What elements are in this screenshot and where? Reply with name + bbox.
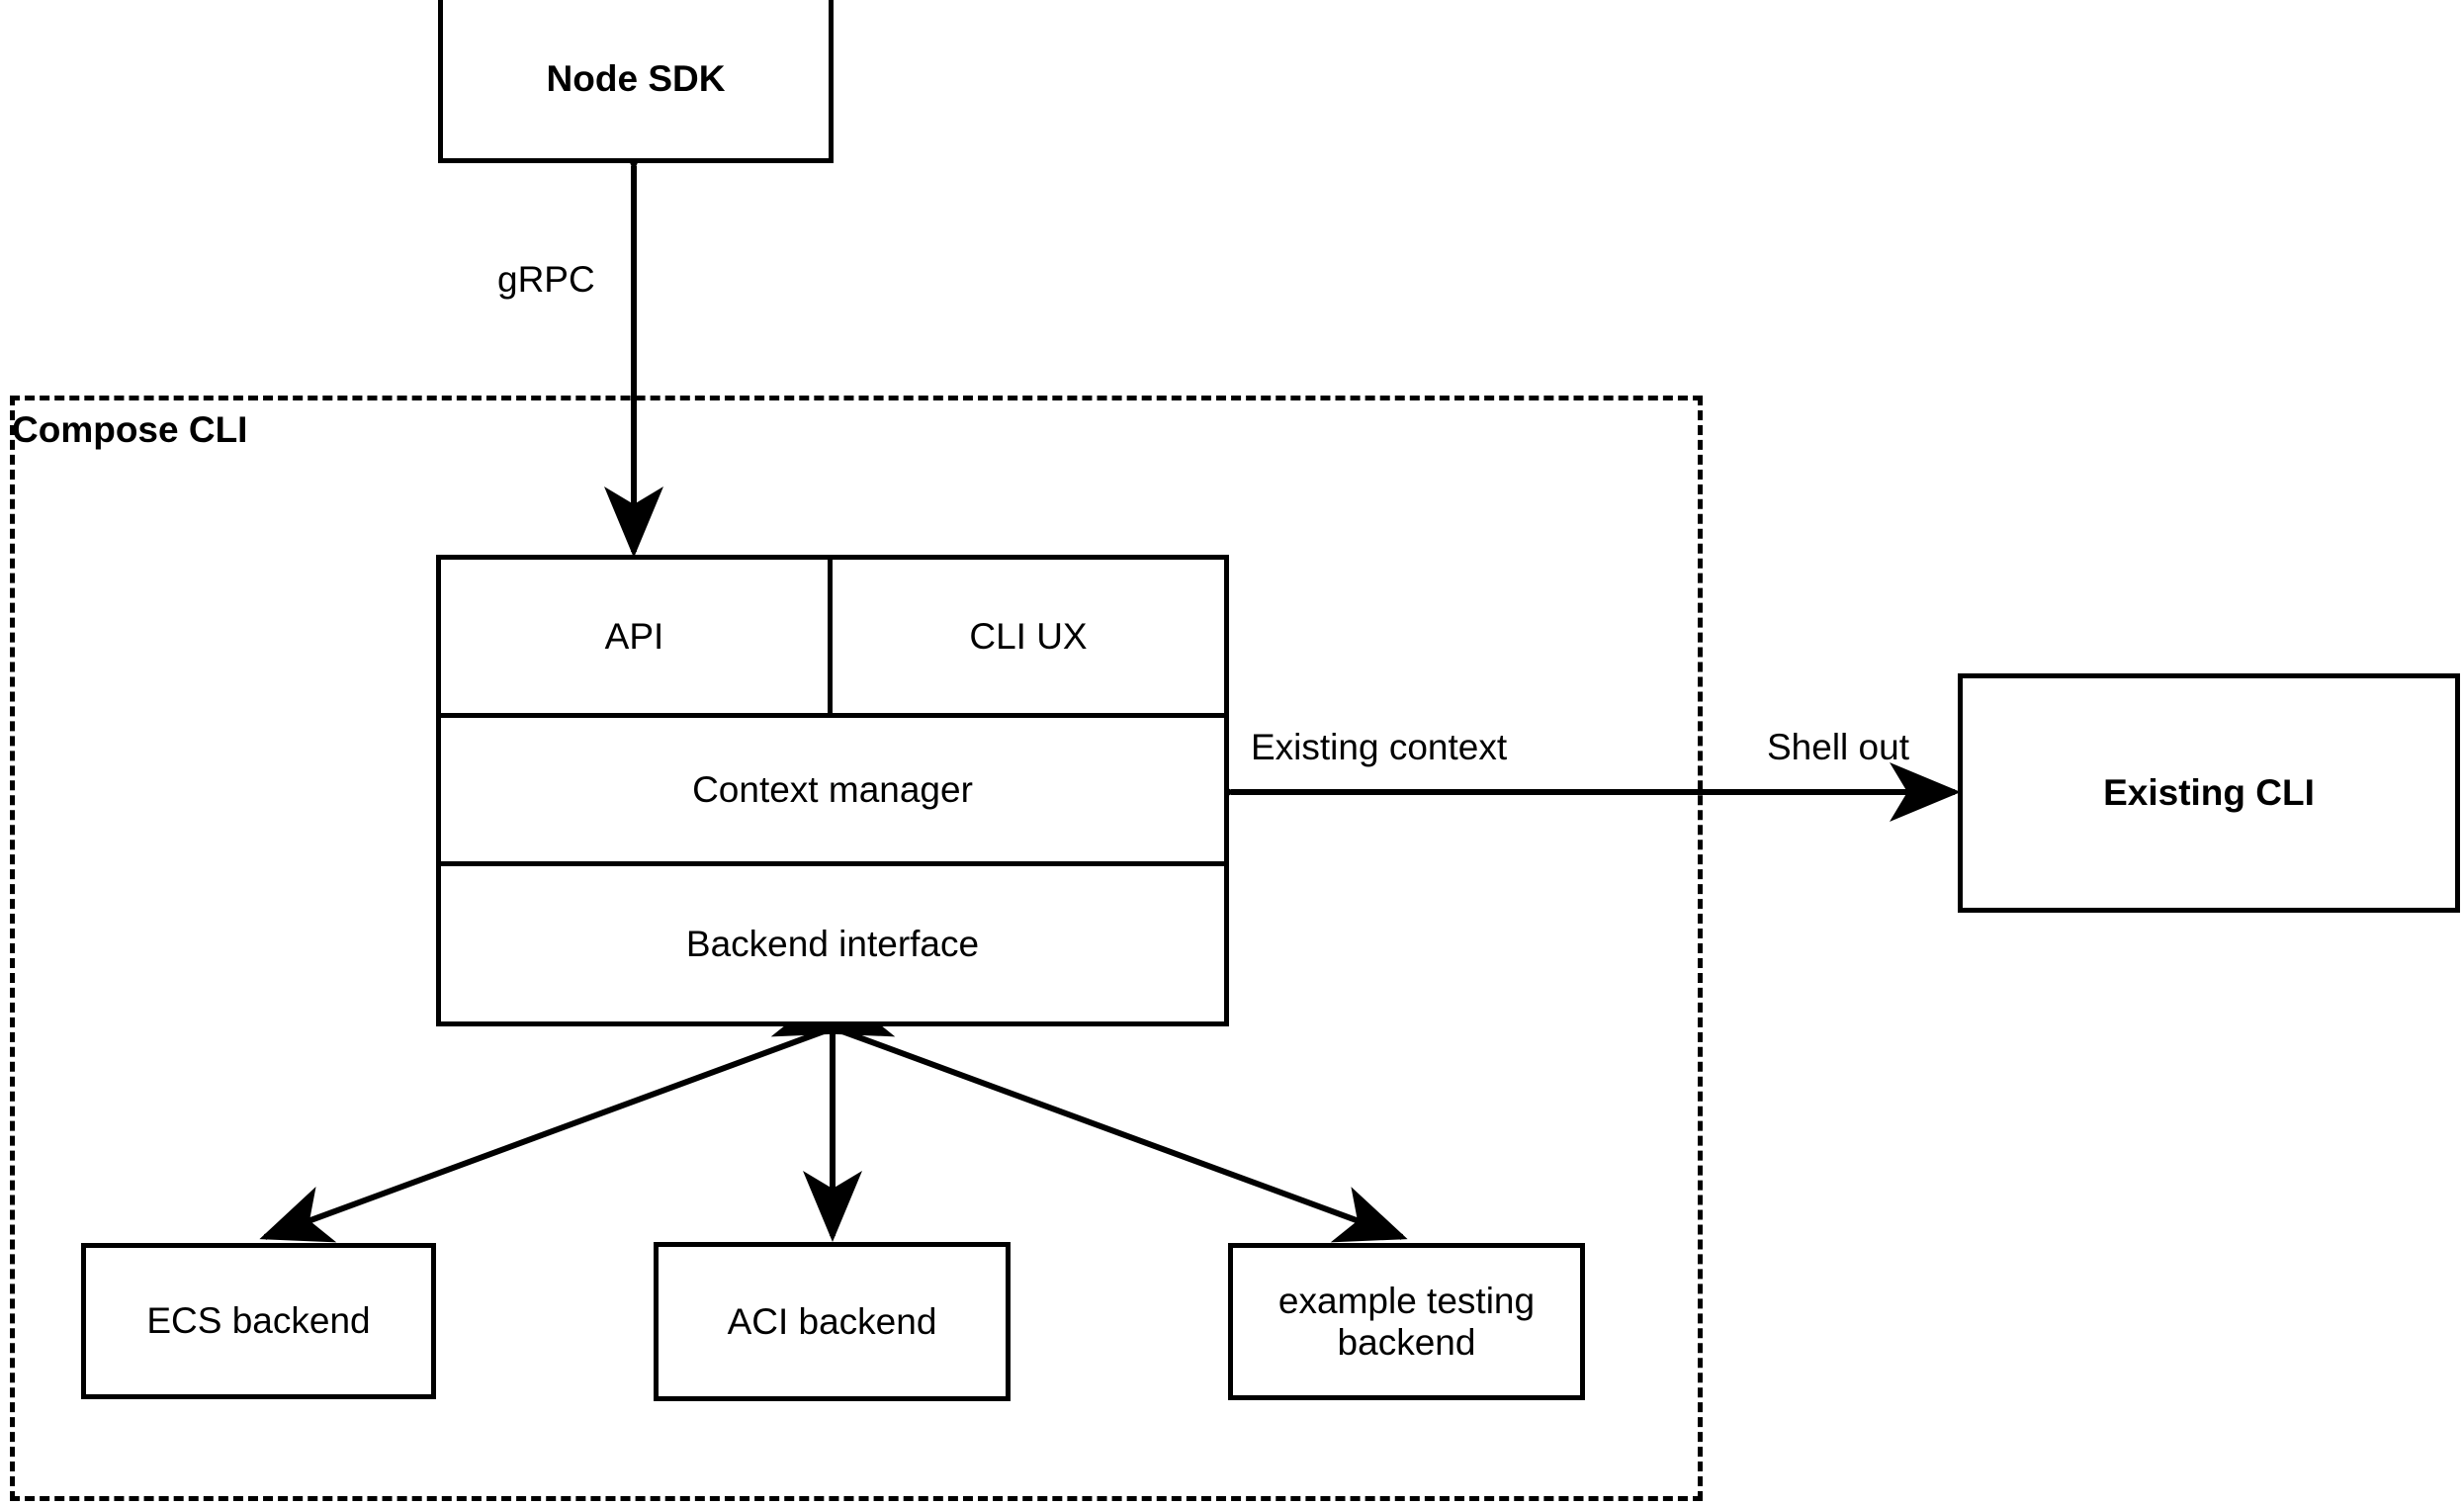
edge-label-shell-out: Shell out bbox=[1767, 727, 1909, 767]
backend-interface-label: Backend interface bbox=[685, 923, 980, 964]
example-testing-backend-box[interactable]: example testing backend bbox=[1228, 1243, 1585, 1400]
node-sdk-box[interactable]: Node SDK bbox=[438, 0, 834, 163]
edge-backend-ecs-line bbox=[259, 981, 896, 1243]
ecs-backend-box[interactable]: ECS backend bbox=[81, 1243, 436, 1399]
node-sdk-label: Node SDK bbox=[546, 58, 726, 100]
core-stack-top-row: API CLI UX bbox=[441, 560, 1224, 718]
existing-cli-label: Existing CLI bbox=[2103, 772, 2315, 814]
existing-cli-box[interactable]: Existing CLI bbox=[1958, 673, 2460, 913]
compose-cli-group-boundary bbox=[10, 396, 1703, 1501]
aci-backend-box[interactable]: ACI backend bbox=[654, 1242, 1011, 1401]
context-manager-label: Context manager bbox=[692, 768, 973, 810]
edge-label-existing-context: Existing context bbox=[1251, 727, 1508, 767]
example-testing-backend-label-line2: backend bbox=[1337, 1321, 1476, 1363]
api-cell[interactable]: API bbox=[441, 560, 833, 713]
cli-ux-label: CLI UX bbox=[969, 615, 1088, 657]
backend-interface-cell[interactable]: Backend interface bbox=[441, 866, 1224, 1021]
ecs-backend-label: ECS backend bbox=[146, 1300, 371, 1342]
cli-ux-cell[interactable]: CLI UX bbox=[833, 560, 1224, 713]
api-label: API bbox=[604, 615, 664, 657]
edge-label-grpc: gRPC bbox=[497, 259, 595, 300]
core-stack: API CLI UX Context manager Backend inter… bbox=[436, 555, 1229, 1026]
example-testing-backend-label: example testing backend bbox=[1269, 1281, 1544, 1363]
example-testing-backend-label-line1: example testing bbox=[1277, 1281, 1536, 1322]
aci-backend-label: ACI backend bbox=[727, 1300, 937, 1342]
edge-backend-example-line bbox=[770, 981, 1408, 1243]
compose-cli-group-label: Compose CLI bbox=[12, 409, 248, 450]
context-manager-cell[interactable]: Context manager bbox=[441, 718, 1224, 866]
